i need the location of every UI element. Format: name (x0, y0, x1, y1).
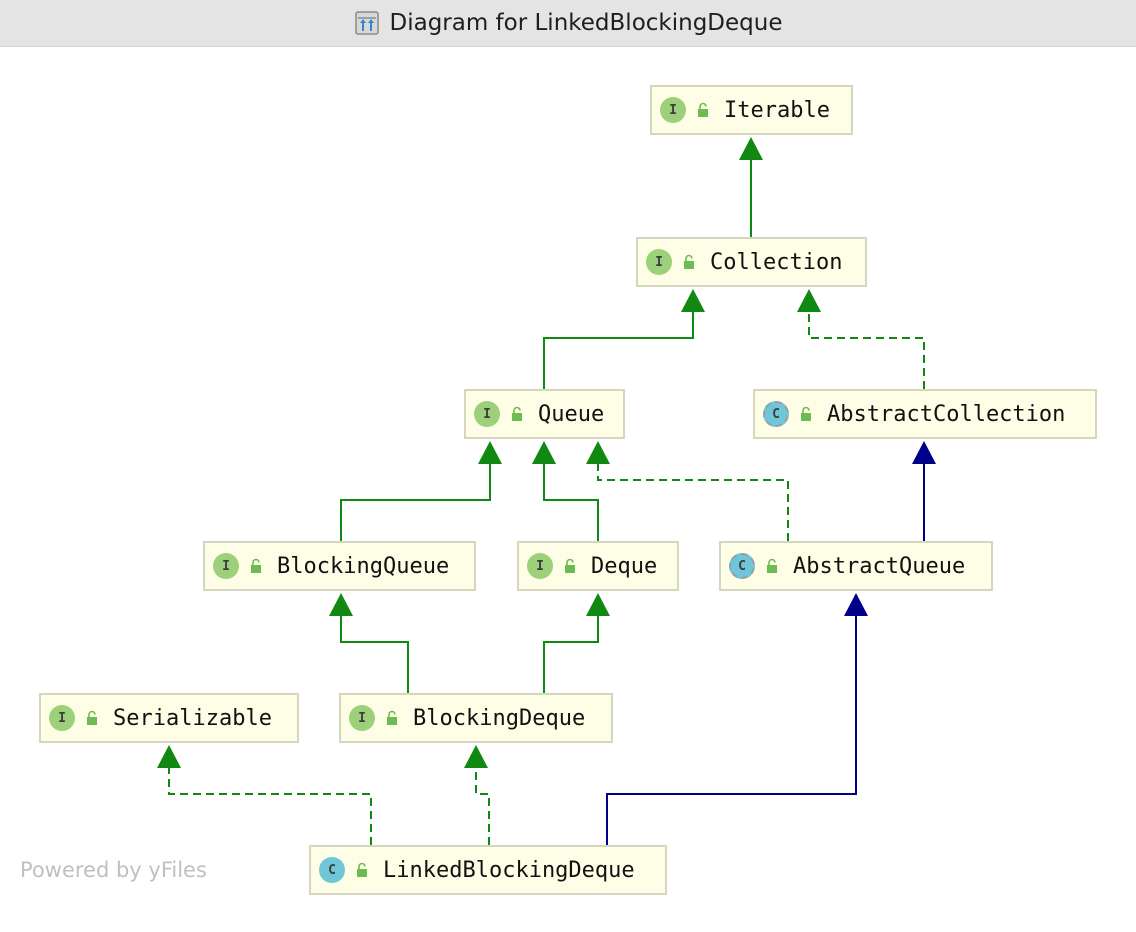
edge-linkedblockingdeque-implements-serializable (157, 745, 372, 845)
edge-abstractcollection-implements-collection (797, 289, 925, 389)
node-label: BlockingQueue (277, 553, 450, 579)
edge-abstractqueue-extends-abstractcollection (912, 441, 936, 541)
window-title: Diagram for LinkedBlockingDeque (389, 10, 783, 36)
node-queue[interactable]: I Queue (464, 389, 625, 439)
node-label: Queue (538, 401, 605, 427)
node-iterable[interactable]: I Iterable (650, 85, 853, 135)
abstract-class-icon: C (729, 553, 755, 579)
edge-linkedblockingdeque-implements-blockingdeque (464, 745, 490, 845)
public-lock-icon (87, 710, 97, 725)
public-lock-icon (684, 254, 694, 269)
window-titlebar: Diagram for LinkedBlockingDeque (0, 0, 1136, 47)
interface-icon: I (49, 705, 75, 731)
interface-icon: I (349, 705, 375, 731)
public-lock-icon (387, 710, 397, 725)
edge-blockingqueue-extends-queue (340, 441, 502, 541)
node-label: LinkedBlockingDeque (383, 857, 635, 883)
node-blockingdeque[interactable]: I BlockingDeque (339, 693, 613, 743)
edge-blockingdeque-extends-blockingqueue (329, 593, 409, 693)
interface-icon: I (646, 249, 672, 275)
edge-abstractqueue-implements-queue (586, 441, 789, 541)
class-icon: C (319, 857, 345, 883)
node-label: AbstractQueue (793, 553, 966, 579)
interface-icon: I (213, 553, 239, 579)
public-lock-icon (767, 558, 777, 573)
edge-collection-extends-iterable (739, 137, 763, 237)
edge-blockingdeque-extends-deque (543, 593, 610, 693)
node-label: Deque (591, 553, 658, 579)
public-lock-icon (698, 102, 708, 117)
yfiles-watermark: Powered by yFiles (20, 858, 207, 882)
edge-deque-extends-queue (532, 441, 599, 541)
abstract-class-icon: C (763, 401, 789, 427)
node-collection[interactable]: I Collection (636, 237, 867, 287)
node-abstractqueue[interactable]: C AbstractQueue (719, 541, 993, 591)
interface-icon: I (527, 553, 553, 579)
interface-icon: I (474, 401, 500, 427)
node-label: Collection (710, 249, 843, 275)
public-lock-icon (512, 406, 522, 421)
node-serializable[interactable]: I Serializable (39, 693, 299, 743)
interface-icon: I (660, 97, 686, 123)
node-linkedblockingdeque[interactable]: C LinkedBlockingDeque (309, 845, 667, 895)
node-label: Serializable (113, 705, 272, 731)
node-blockingqueue[interactable]: I BlockingQueue (203, 541, 476, 591)
node-abstractcollection[interactable]: C AbstractCollection (753, 389, 1097, 439)
public-lock-icon (801, 406, 811, 421)
edge-linkedblockingdeque-extends-abstractqueue (606, 593, 868, 845)
edge-queue-extends-collection (543, 289, 705, 389)
public-lock-icon (565, 558, 575, 573)
public-lock-icon (357, 862, 367, 877)
public-lock-icon (251, 558, 261, 573)
node-label: AbstractCollection (827, 401, 1066, 427)
diagram-icon (354, 11, 379, 35)
node-label: Iterable (724, 97, 830, 123)
node-label: BlockingDeque (413, 705, 586, 731)
node-deque[interactable]: I Deque (517, 541, 679, 591)
